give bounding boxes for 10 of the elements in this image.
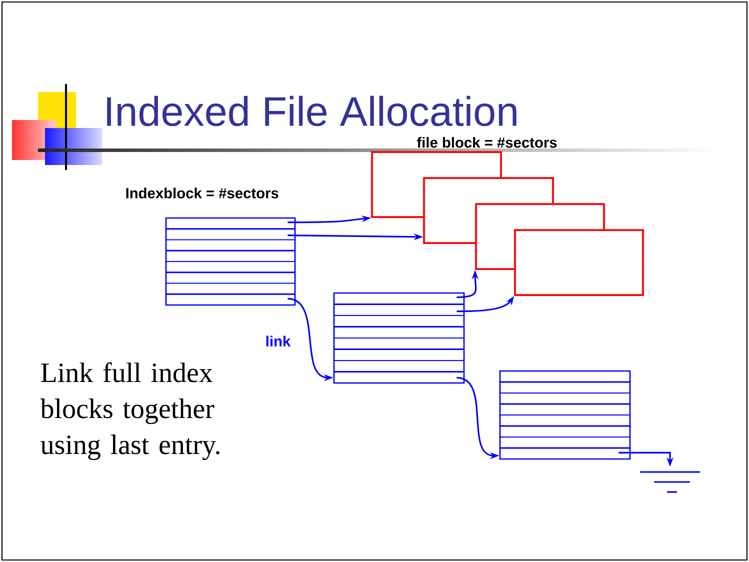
ground-symbol [640, 471, 700, 493]
slide-title: Indexed File Allocation [107, 96, 516, 126]
block-label: Indexblock = #sectors [126, 188, 278, 198]
file-block [514, 229, 644, 296]
index-block [499, 370, 631, 460]
edge-label: link [264, 334, 292, 348]
block-label: file block = #sectors [416, 136, 557, 148]
index-block [333, 292, 465, 384]
note-text: Link full index blocks together using last entry. [40, 362, 220, 460]
index-block [165, 217, 296, 306]
